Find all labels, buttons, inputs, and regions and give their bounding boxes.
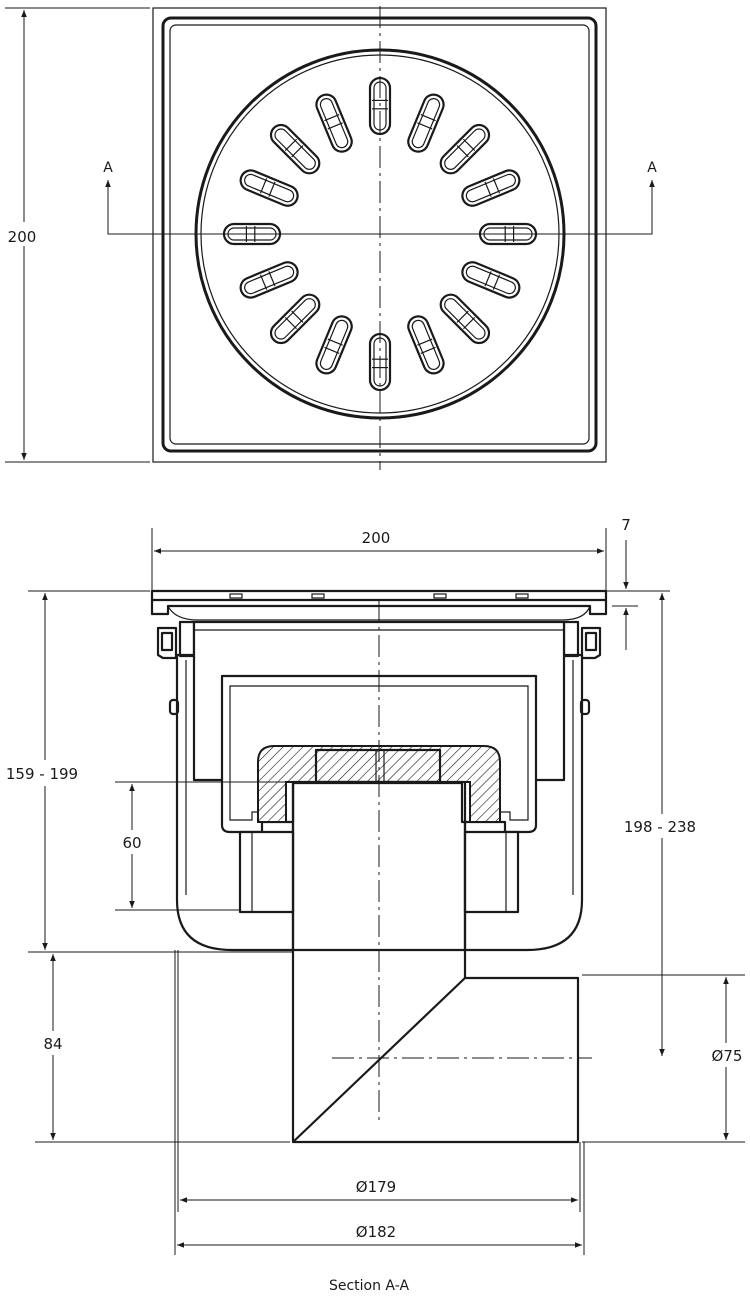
- grate-top: [150, 589, 608, 602]
- dim-grate-thickness-label: 7: [621, 516, 631, 534]
- trap-sleeve-right: [463, 830, 520, 914]
- grate-slot: [407, 315, 445, 375]
- top-view: A A 200: [4, 6, 657, 470]
- collar-left: [156, 626, 178, 660]
- dim-outer-diameter-label: Ø182: [356, 1223, 396, 1241]
- trap-sleeve-left: [238, 830, 295, 914]
- grate-slot: [461, 169, 521, 207]
- seal-left: [178, 620, 196, 658]
- seal-right: [562, 620, 580, 658]
- dim-outlet-diameter-label: Ø75: [712, 1047, 743, 1065]
- grate-slot-b: [311, 593, 325, 599]
- grate-slot: [461, 261, 521, 299]
- section-view: 200 7 198 - 238 Ø75 159 - 199 60: [0, 516, 750, 1294]
- grate-slot-c: [433, 593, 447, 599]
- collar-right: [580, 626, 602, 660]
- grate-slot: [239, 261, 299, 299]
- grate-slot: [269, 293, 321, 345]
- dim-top-width-label: 200: [362, 529, 391, 547]
- grate-slot: [439, 123, 491, 175]
- section-mark-right: A: [647, 160, 657, 176]
- grate-slot: [439, 293, 491, 345]
- grate-slot: [239, 169, 299, 207]
- grate-slot: [269, 123, 321, 175]
- grate-slot-d: [515, 593, 529, 599]
- dim-height-right-label: 198 - 238: [624, 818, 696, 836]
- dim-side-label: 200: [8, 228, 37, 246]
- grate-profile: [167, 605, 591, 621]
- grate-slot: [315, 315, 353, 375]
- grate-slots: [222, 76, 538, 392]
- grate-slot: [315, 93, 353, 153]
- section-caption: Section A-A: [329, 1278, 409, 1294]
- dim-trap-depth-label: 60: [122, 834, 141, 852]
- section-mark-left: A: [103, 160, 113, 176]
- dim-outlet-height-label: 84: [43, 1035, 62, 1053]
- stud-right: [579, 698, 591, 716]
- stud-left: [168, 698, 180, 716]
- grate-slot-a: [229, 593, 243, 599]
- dim-height-left-label: 159 - 199: [6, 765, 78, 783]
- dim-inner-diameter-label: Ø179: [356, 1178, 396, 1196]
- grate-slot: [407, 93, 445, 153]
